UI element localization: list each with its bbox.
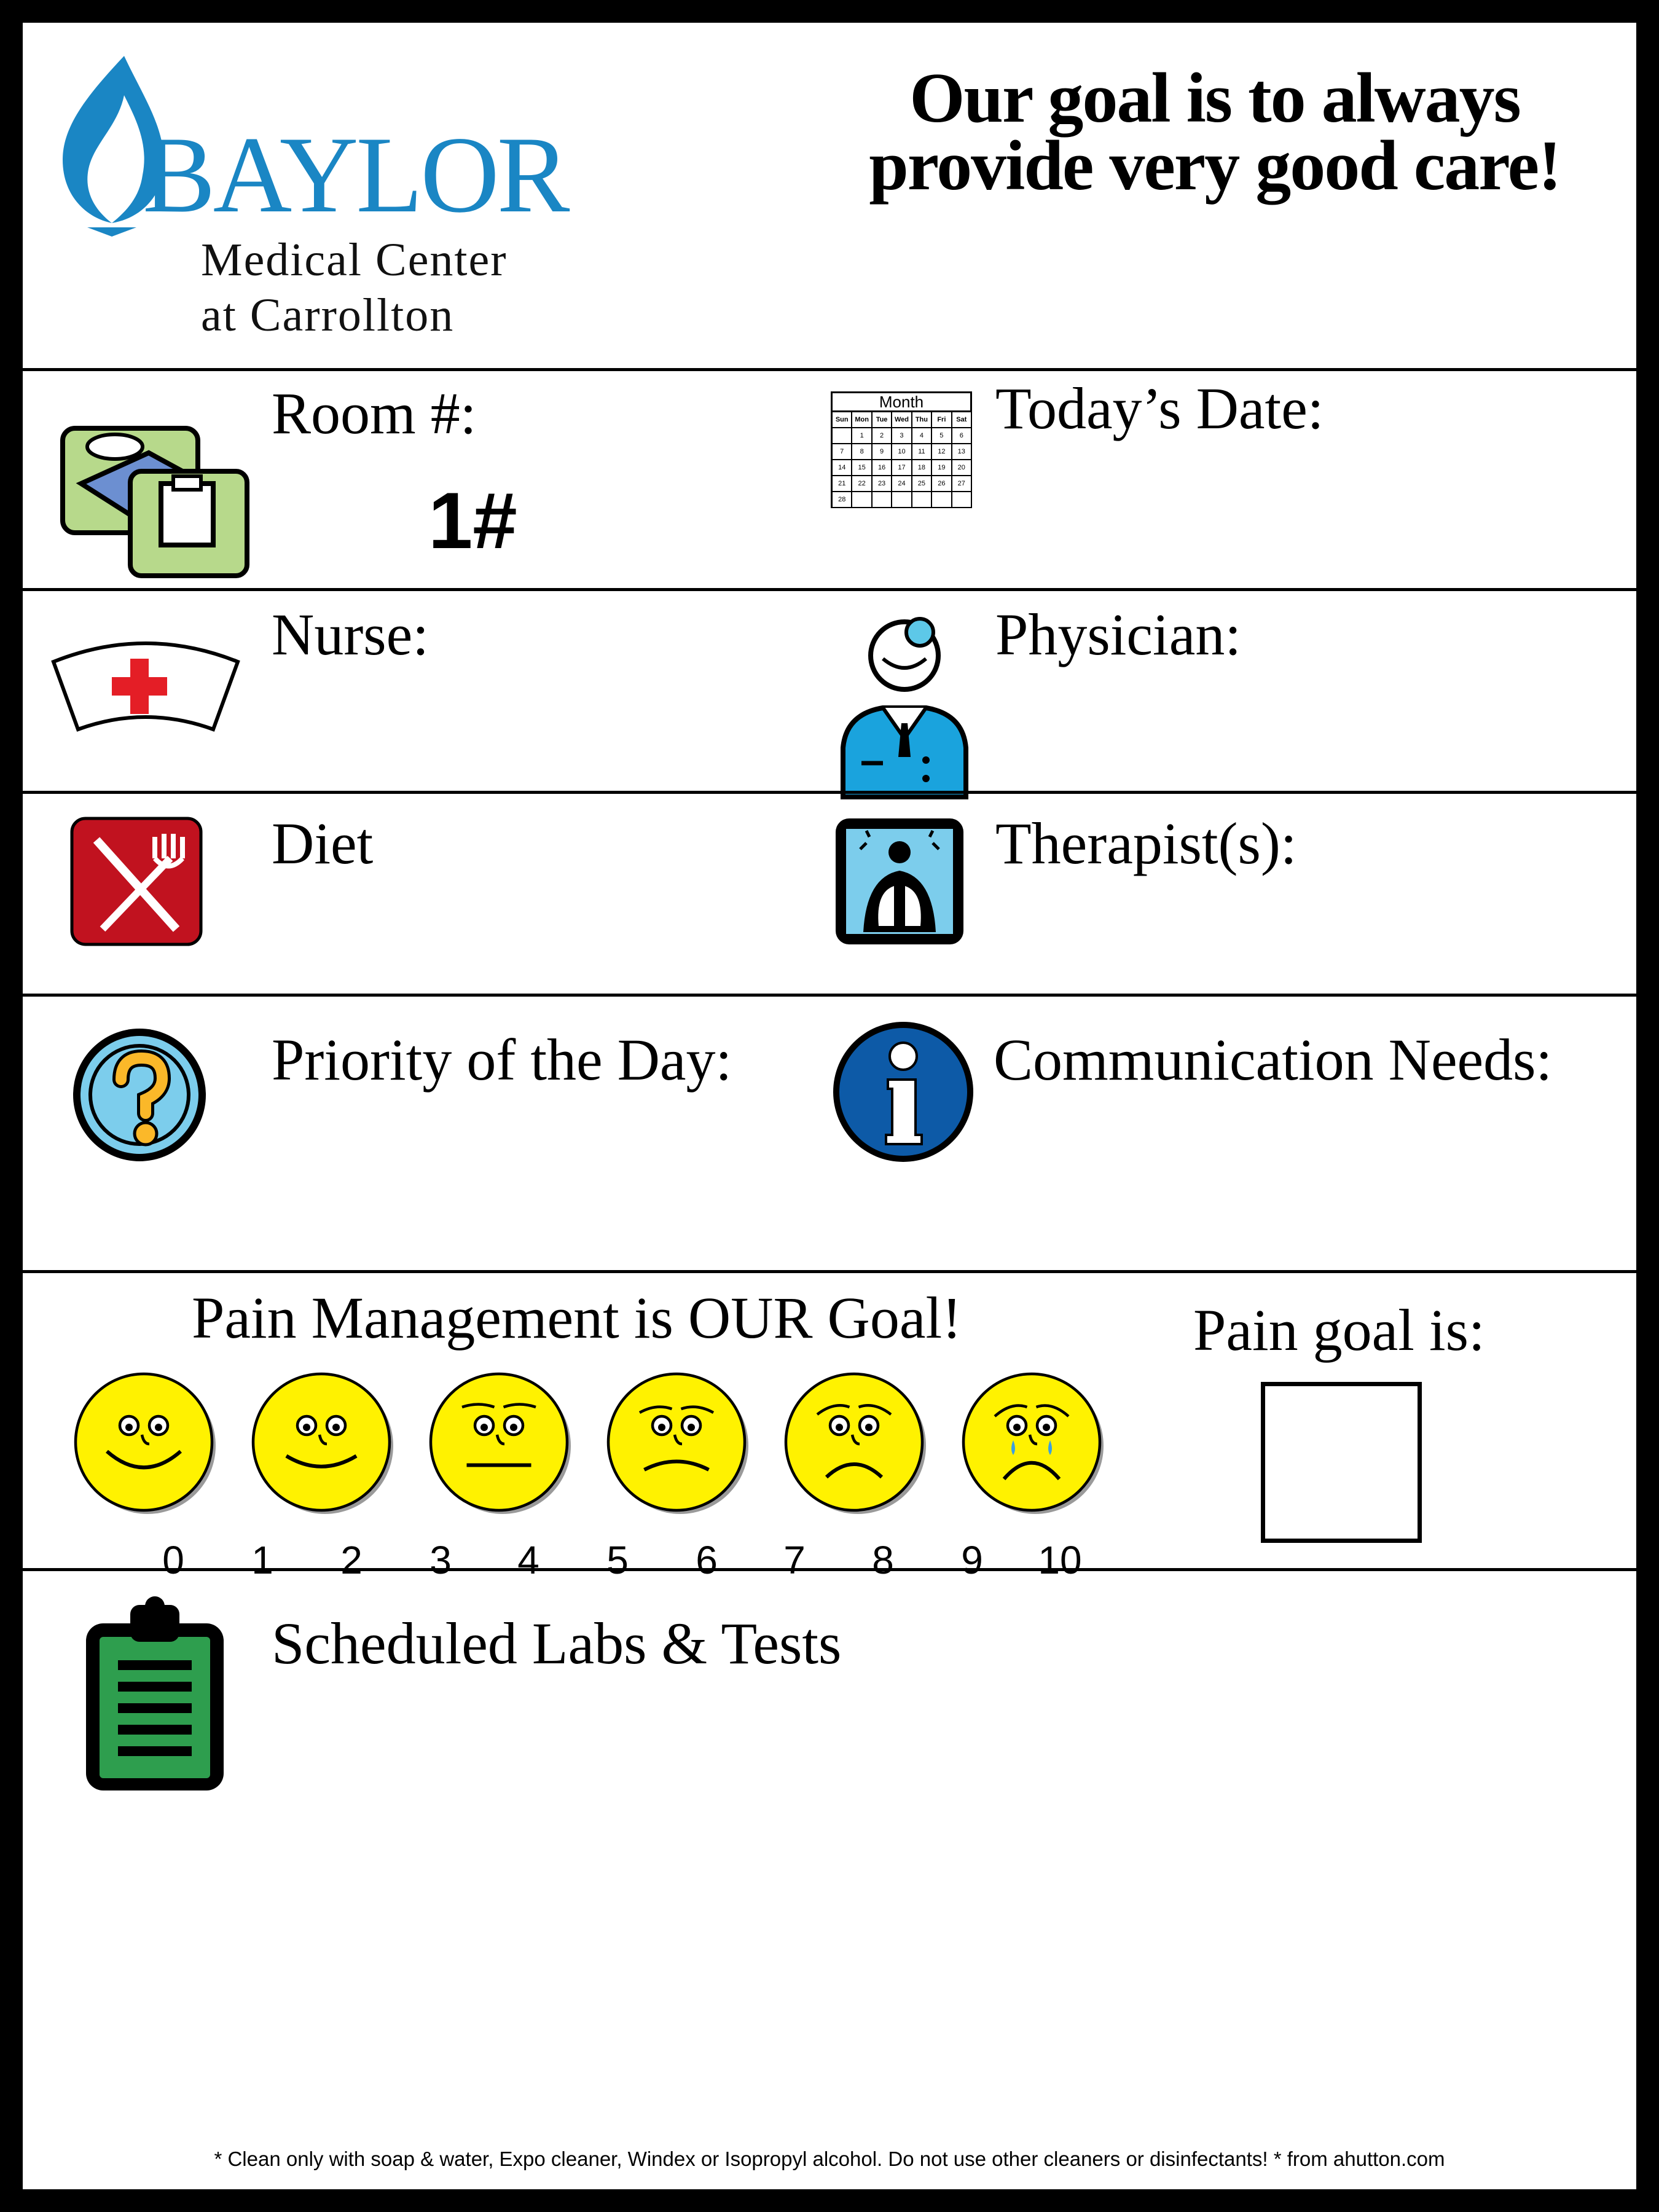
divider bbox=[23, 1270, 1636, 1273]
logo-line1: Medical Center bbox=[201, 234, 508, 286]
divider bbox=[23, 588, 1636, 591]
calendar-day: 15 bbox=[852, 460, 873, 476]
diet-label: Diet bbox=[272, 810, 374, 876]
calendar-day: 17 bbox=[892, 460, 912, 476]
calendar-day bbox=[892, 492, 912, 508]
room-label: Room #: bbox=[272, 380, 477, 446]
date-label: Today’s Date: bbox=[995, 375, 1324, 441]
footer-note: * Clean only with soap & water, Expo cle… bbox=[214, 2147, 1445, 2170]
baylor-logo: BAYLOR Medical Center at Carrollton bbox=[50, 52, 640, 347]
divider bbox=[23, 994, 1636, 997]
divider bbox=[23, 1568, 1636, 1571]
flame-icon bbox=[63, 56, 164, 237]
calendar-day bbox=[872, 492, 893, 508]
pain-face-0[interactable] bbox=[70, 1368, 218, 1516]
calendar-day: 13 bbox=[952, 444, 972, 460]
calendar-day-header: Fri bbox=[932, 412, 952, 428]
slogan-line2: provide very good care! bbox=[869, 127, 1562, 205]
pain-scale-number: 4 bbox=[517, 1538, 539, 1582]
calendar-month: Month bbox=[831, 391, 972, 410]
pain-face-4[interactable] bbox=[425, 1368, 573, 1516]
calendar-day: 26 bbox=[932, 476, 952, 492]
logo-line2: at Carrollton bbox=[201, 289, 455, 341]
pain-face-10[interactable] bbox=[958, 1368, 1105, 1516]
pain-goal-label: Pain goal is: bbox=[1193, 1297, 1485, 1363]
calendar-day bbox=[912, 492, 933, 508]
nurse-label: Nurse: bbox=[272, 602, 429, 667]
calendar-day: 9 bbox=[872, 444, 893, 460]
pain-scale-number: 7 bbox=[783, 1538, 806, 1582]
calendar-day bbox=[952, 492, 972, 508]
pain-scale-number: 2 bbox=[340, 1538, 363, 1582]
pain-goal-box[interactable] bbox=[1261, 1382, 1422, 1543]
calendar-day-header: Wed bbox=[892, 412, 912, 428]
calendar-day: 12 bbox=[932, 444, 952, 460]
logo-wordmark: BAYLOR bbox=[143, 114, 570, 235]
info-icon bbox=[833, 1022, 973, 1162]
calendar-day: 1 bbox=[852, 428, 873, 444]
pain-scale-number: 6 bbox=[696, 1538, 718, 1582]
calendar-day: 22 bbox=[852, 476, 873, 492]
pain-scale-number: 5 bbox=[606, 1538, 629, 1582]
labs-label: Scheduled Labs & Tests bbox=[272, 1610, 842, 1676]
communication-label: Communication Needs: bbox=[994, 1027, 1553, 1092]
physician-icon bbox=[841, 617, 968, 799]
calendar-day-header: Sat bbox=[952, 412, 972, 428]
calendar-day: 10 bbox=[892, 444, 912, 460]
calendar-day: 11 bbox=[912, 444, 933, 460]
calendar-day: 20 bbox=[952, 460, 972, 476]
calendar-day: 2 bbox=[872, 428, 893, 444]
calendar-day: 5 bbox=[932, 428, 952, 444]
calendar-day: 8 bbox=[852, 444, 873, 460]
calendar-day bbox=[833, 428, 853, 444]
divider bbox=[23, 791, 1636, 794]
whiteboard: BAYLOR Medical Center at Carrollton Our … bbox=[23, 23, 1636, 2189]
calendar-day: 4 bbox=[912, 428, 933, 444]
pain-scale-number: 1 bbox=[251, 1538, 273, 1582]
calendar-day bbox=[932, 492, 952, 508]
calendar-day: 16 bbox=[872, 460, 893, 476]
calendar-day: 7 bbox=[833, 444, 853, 460]
fork-knife-icon bbox=[70, 817, 203, 946]
slogan-line1: Our goal is to always bbox=[909, 59, 1521, 138]
pain-scale-number: 9 bbox=[961, 1538, 983, 1582]
question-icon bbox=[73, 1029, 206, 1161]
calendar-day: 18 bbox=[912, 460, 933, 476]
pain-face-8[interactable] bbox=[780, 1368, 928, 1516]
lungs-icon bbox=[836, 818, 963, 944]
calendar-day: 24 bbox=[892, 476, 912, 492]
calendar-day: 25 bbox=[912, 476, 933, 492]
calendar-day: 19 bbox=[932, 460, 952, 476]
pain-scale-number: 8 bbox=[872, 1538, 894, 1582]
calendar-day: 28 bbox=[833, 492, 853, 508]
calendar-day-header: Thu bbox=[912, 412, 933, 428]
room-value[interactable]: 1# bbox=[428, 476, 517, 565]
calendar-day: 6 bbox=[952, 428, 972, 444]
priority-label: Priority of the Day: bbox=[272, 1027, 732, 1092]
calendar-day: 27 bbox=[952, 476, 972, 492]
pain-scale-number: 10 bbox=[1038, 1538, 1082, 1582]
calendar-day: 21 bbox=[833, 476, 853, 492]
calendar-day: 14 bbox=[833, 460, 853, 476]
pain-scale-number: 0 bbox=[162, 1538, 184, 1582]
calendar-day-header: Tue bbox=[872, 412, 893, 428]
pain-face-2[interactable] bbox=[248, 1368, 395, 1516]
pain-title: Pain Management is OUR Goal! bbox=[192, 1285, 962, 1351]
calendar-day bbox=[852, 492, 873, 508]
divider bbox=[23, 368, 1636, 371]
calendar-day: 23 bbox=[872, 476, 893, 492]
pain-scale-number: 3 bbox=[429, 1538, 452, 1582]
nurse-cap-icon bbox=[51, 641, 240, 732]
calendar-day-header: Mon bbox=[852, 412, 873, 428]
clipboard-icon bbox=[86, 1596, 224, 1790]
calendar-day-header: Sun bbox=[833, 412, 853, 428]
calendar-day: 3 bbox=[892, 428, 912, 444]
pain-face-6[interactable] bbox=[603, 1368, 750, 1516]
physician-label: Physician: bbox=[995, 602, 1241, 667]
therapist-label: Therapist(s): bbox=[995, 810, 1297, 876]
hospital-bed-icon bbox=[60, 426, 249, 578]
